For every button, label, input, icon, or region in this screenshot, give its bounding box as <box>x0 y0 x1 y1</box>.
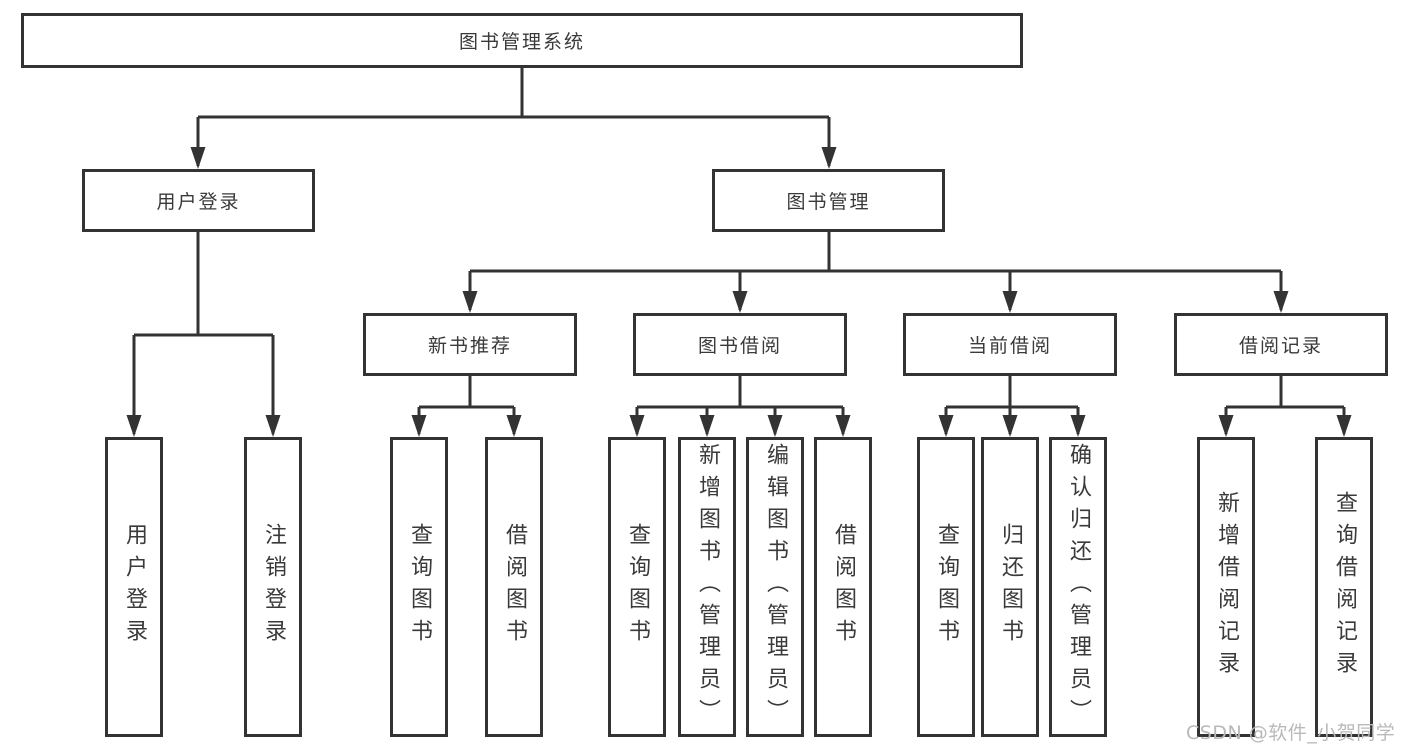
node-library-system: 图书管理系统 <box>21 13 1023 68</box>
leaf-query-borrow-record: 查询借阅记录 <box>1315 437 1373 737</box>
leaf-user-login: 用户登录 <box>105 437 163 737</box>
node-book-management: 图书管理 <box>712 169 945 232</box>
leaf-logout: 注销登录 <box>244 437 302 737</box>
node-new-book-recommend: 新书推荐 <box>363 313 577 376</box>
arrowheads <box>126 147 1352 437</box>
leaf-confirm-return-admin: 确认归还（管理员） <box>1049 437 1107 737</box>
leaf-add-borrow-record: 新增借阅记录 <box>1197 437 1255 737</box>
leaf-return-books: 归还图书 <box>981 437 1039 737</box>
leaf-borrow-books: 借阅图书 <box>814 437 872 737</box>
node-book-borrowing: 图书借阅 <box>633 313 847 376</box>
node-user-login: 用户登录 <box>82 169 315 232</box>
leaf-edit-books-admin: 编辑图书（管理员） <box>746 437 804 737</box>
csdn-watermark: CSDN @软件_小贺同学 <box>1186 722 1396 744</box>
leaf-borrow-books-recommend: 借阅图书 <box>485 437 543 737</box>
leaf-query-books-current: 查询图书 <box>917 437 975 737</box>
leaf-query-books-recommend: 查询图书 <box>390 437 448 737</box>
node-borrow-records: 借阅记录 <box>1174 313 1388 376</box>
leaf-query-books-borrowing: 查询图书 <box>608 437 666 737</box>
leaf-add-books-admin: 新增图书（管理员） <box>678 437 736 737</box>
node-current-borrowing: 当前借阅 <box>903 313 1117 376</box>
